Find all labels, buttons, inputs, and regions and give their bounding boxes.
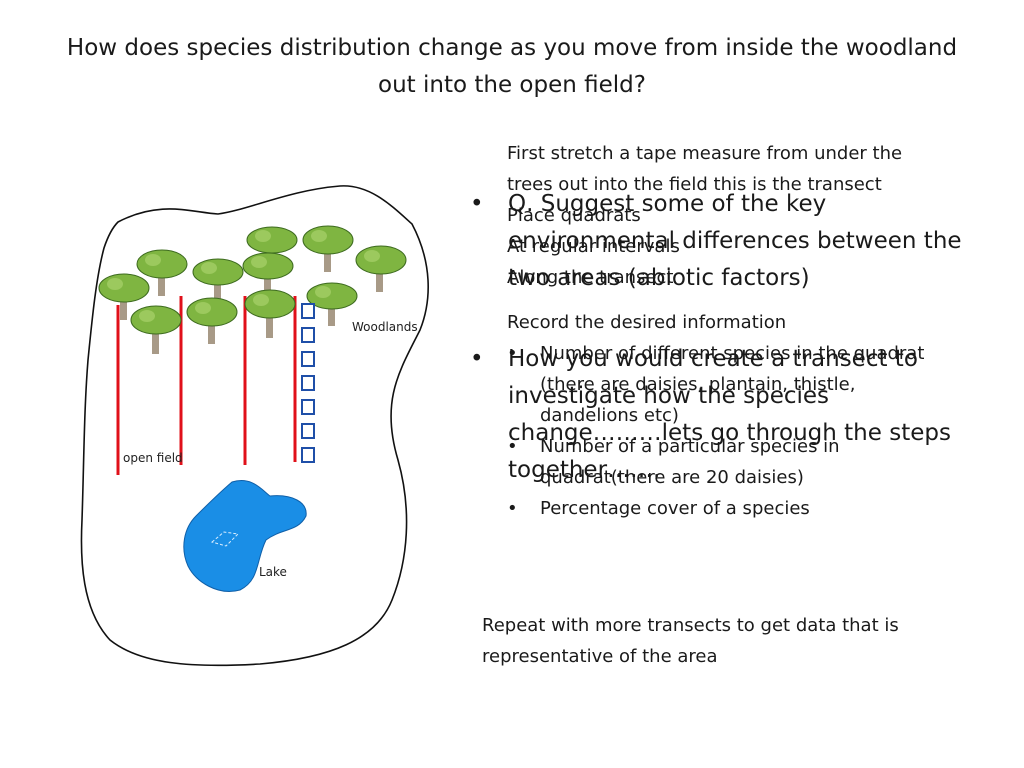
tree-icon	[136, 249, 188, 296]
lake-ripple-icon	[210, 531, 240, 547]
tree-icon	[306, 282, 358, 326]
tree-icon	[242, 252, 294, 296]
quadrat	[301, 351, 315, 367]
field-boundary	[80, 185, 429, 667]
transect-lines	[116, 296, 297, 475]
record-items: Number of different species in the quadr…	[507, 338, 947, 524]
quadrat	[301, 327, 315, 343]
open-field-label: open field	[123, 451, 183, 465]
tree-icon	[130, 305, 182, 354]
record-item: Number of different species in the quadr…	[507, 338, 947, 431]
lake	[183, 480, 307, 592]
step-place-quadrats: Place quadrats	[507, 205, 641, 226]
tree-icon	[98, 273, 150, 320]
lake-label: Lake	[259, 565, 287, 579]
woodlands-label: Woodlands	[352, 320, 418, 334]
tree-icon	[186, 297, 238, 344]
tree-icon	[302, 225, 354, 272]
step-record-info: Record the desired information	[507, 312, 787, 333]
quadrat	[301, 375, 315, 391]
question-item: Q. Suggest some of the key environmental…	[470, 186, 970, 297]
quadrat-column	[301, 303, 315, 463]
quadrat	[301, 423, 315, 439]
step-along-transect: Along the transect	[507, 267, 674, 288]
tree-icon	[192, 258, 244, 302]
quadrat	[301, 303, 315, 319]
slide-title: How does species distribution change as …	[66, 35, 958, 98]
repeat-note: Repeat with more transects to get data t…	[482, 615, 899, 667]
quadrat	[301, 399, 315, 415]
quadrat	[301, 447, 315, 463]
record-item: Percentage cover of a species	[507, 493, 947, 524]
step-stretch-tape: First stretch a tape measure from under …	[507, 143, 903, 195]
field-diagram: Woodlands open field Lake	[80, 185, 429, 667]
woodland-trees	[98, 225, 407, 354]
transect-steps: First stretch a tape measure from under …	[507, 138, 947, 524]
record-item: Number of a particular species in quadra…	[507, 431, 947, 493]
step-regular-intervals: At regular intervals	[507, 236, 680, 257]
tree-icon	[244, 289, 296, 338]
tree-icon	[355, 245, 407, 292]
